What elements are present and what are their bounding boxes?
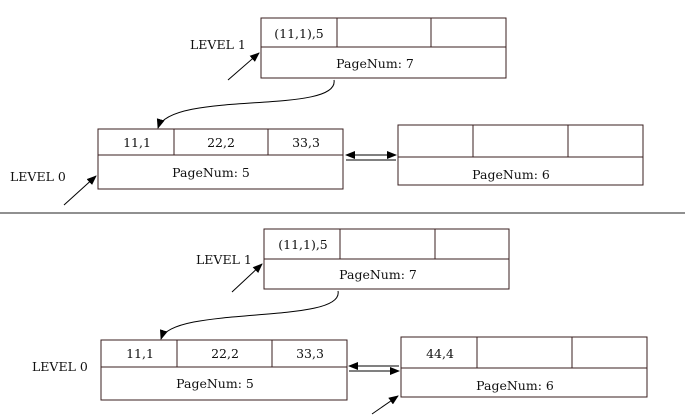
bottom-root-to-leaf-arrow: [160, 290, 339, 340]
bottom-leaf-right-key-1: 44,4: [426, 346, 454, 361]
top-root-page-label: PageNum: 7: [336, 56, 414, 71]
top-leaf-right-frame: [397, 124, 644, 186]
bottom-level1-pointer-arrow: [231, 263, 263, 293]
bottom-leaf-left: 11,1 22,2 33,3 PageNum: 5: [100, 339, 348, 401]
bottom-diagram: LEVEL 1 (11,1),5 PageNum: 7 LEVEL 0 11,1…: [32, 228, 648, 415]
bottom-root-key-1: (11,1),5: [278, 237, 328, 252]
bottom-leaf-right: 44,4 PageNum: 6: [400, 336, 648, 398]
top-leaf-left: 11,1 22,2 33,3 PageNum: 5: [97, 128, 344, 190]
bottom-level0-pointer-arrow: [371, 395, 399, 415]
bottom-leaf-left-key-2: 22,2: [211, 346, 239, 361]
top-level1-label: LEVEL 1: [190, 37, 246, 52]
bottom-root-node: (11,1),5 PageNum: 7: [263, 228, 510, 290]
bottom-leaf-left-frame: [100, 339, 348, 401]
bottom-leaf-right-frame: [400, 336, 648, 398]
top-level0-pointer-arrow: [63, 175, 97, 206]
bottom-leaf-left-key-1: 11,1: [126, 346, 154, 361]
top-leaf-left-key-2: 22,2: [207, 135, 235, 150]
top-root-key-1: (11,1),5: [274, 26, 324, 41]
bottom-root-page-label: PageNum: 7: [339, 267, 417, 282]
top-level1-pointer-arrow: [227, 52, 260, 81]
top-leaf-left-key-1: 11,1: [123, 135, 151, 150]
top-leaf-left-key-3: 33,3: [292, 135, 320, 150]
bottom-leaf-left-page-label: PageNum: 5: [176, 376, 254, 391]
top-leaf-left-frame: [97, 128, 344, 190]
top-root-to-leaf-arrow: [156, 79, 335, 129]
top-diagram: LEVEL 1 (11,1),5 PageNum: 7 LEVEL 0 11,1…: [10, 17, 644, 206]
top-root-node: (11,1),5 PageNum: 7: [260, 17, 507, 79]
top-level0-label: LEVEL 0: [10, 169, 66, 184]
top-leaf-left-page-label: PageNum: 5: [172, 165, 250, 180]
top-leaf-right: PageNum: 6: [397, 124, 644, 186]
bottom-level0-label: LEVEL 0: [32, 359, 88, 374]
top-leaf-right-page-label: PageNum: 6: [472, 167, 550, 182]
bottom-level1-label: LEVEL 1: [196, 252, 252, 267]
bottom-leaf-right-page-label: PageNum: 6: [476, 378, 554, 393]
top-root-node-frame: [260, 17, 507, 79]
bottom-leaf-left-key-3: 33,3: [296, 346, 324, 361]
